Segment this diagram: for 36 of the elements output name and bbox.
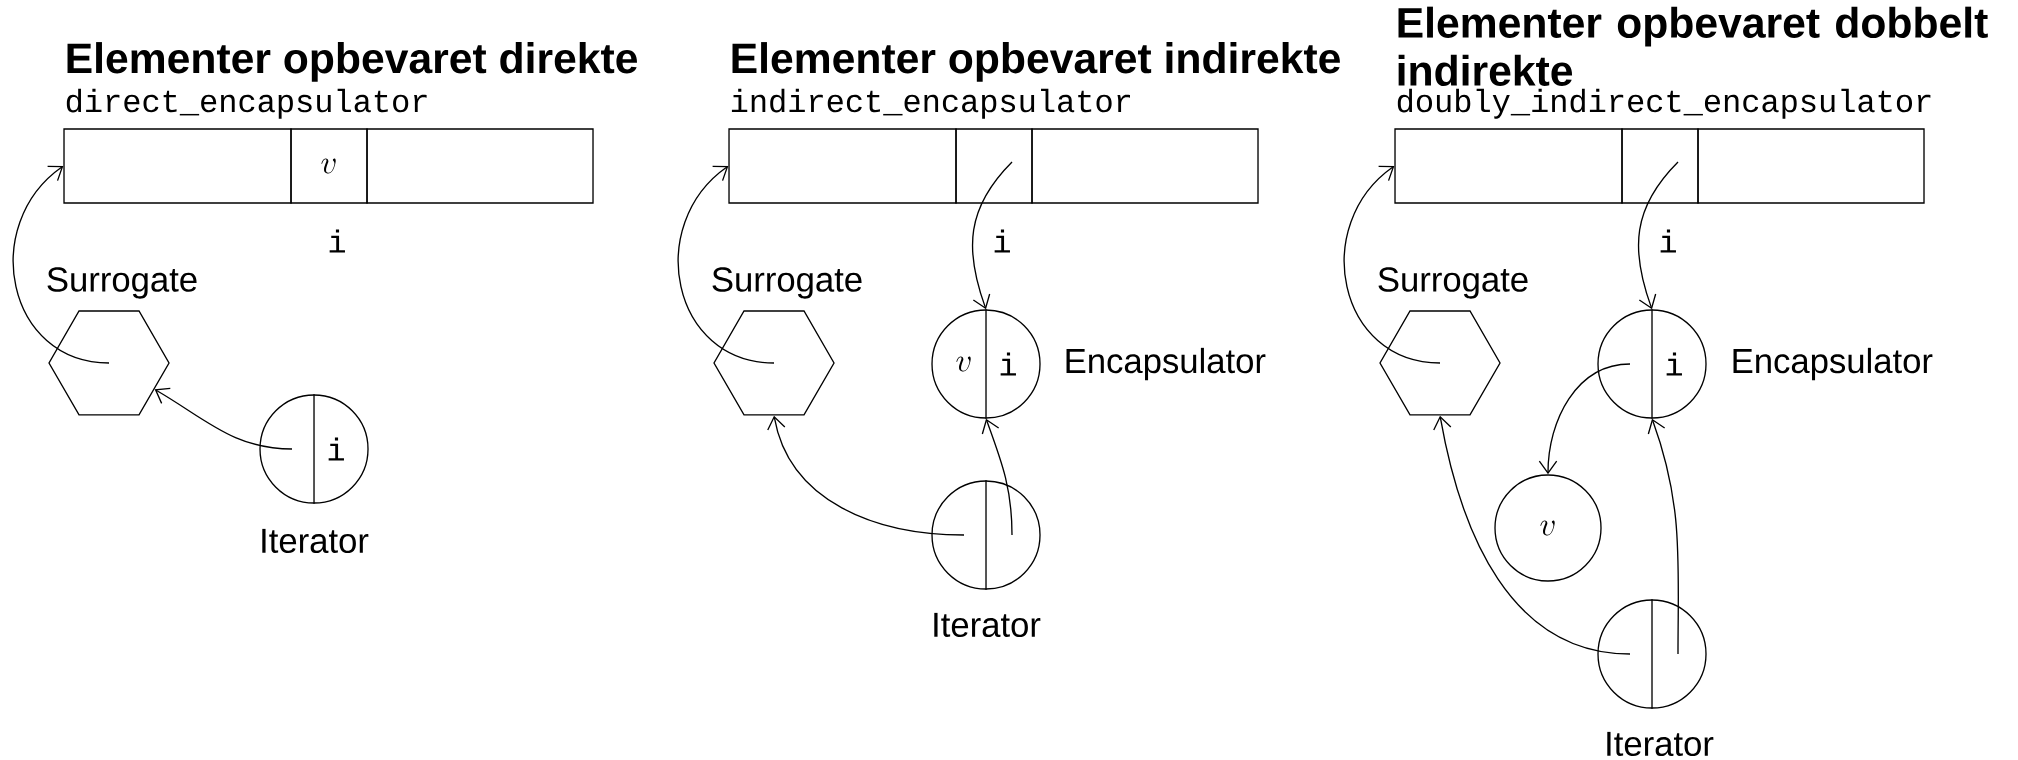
arrow xyxy=(981,418,1013,536)
arrow xyxy=(971,161,1013,310)
array-cell xyxy=(63,128,292,204)
node-label: Iterator xyxy=(262,528,369,554)
node-label: Surrogate xyxy=(47,267,197,299)
node-label: Iterator xyxy=(1607,731,1714,757)
arrow xyxy=(1637,161,1679,310)
arrow xyxy=(767,415,965,536)
array-cell xyxy=(1394,128,1623,204)
circle-node: $v$ xyxy=(1494,474,1602,582)
array-cell xyxy=(728,128,957,204)
arrow xyxy=(1538,363,1631,475)
arrow xyxy=(1433,415,1631,655)
class-name: doubly_indirect_encapsulator xyxy=(1397,88,1931,119)
node-label: Iterator xyxy=(934,612,1041,638)
node-label: Encapsulator xyxy=(1733,347,1933,381)
heading: Elementer opbevaret indirekte xyxy=(732,42,1340,82)
index-label: i xyxy=(1660,229,1676,253)
class-name: indirect_encapsulator xyxy=(731,88,1130,119)
arrow xyxy=(1343,165,1441,364)
array-cell xyxy=(1031,128,1259,204)
heading: Elementer opbevaret direkte xyxy=(67,42,637,82)
heading: Elementer opbevaret dobbelt indirekte xyxy=(1398,6,1988,86)
arrow xyxy=(154,387,293,450)
arrow xyxy=(1647,418,1680,655)
node-label: Encapsulator xyxy=(1066,347,1266,381)
node-label: Surrogate xyxy=(712,267,862,299)
index-label: i xyxy=(329,229,345,253)
class-name: direct_encapsulator xyxy=(66,88,427,119)
arrow xyxy=(12,165,110,364)
array-cell xyxy=(1697,128,1925,204)
array-cell xyxy=(366,128,594,204)
node-label: Surrogate xyxy=(1378,267,1528,299)
arrow xyxy=(677,165,775,364)
array-cell: $v$ xyxy=(290,128,368,204)
index-label: i xyxy=(994,229,1010,253)
